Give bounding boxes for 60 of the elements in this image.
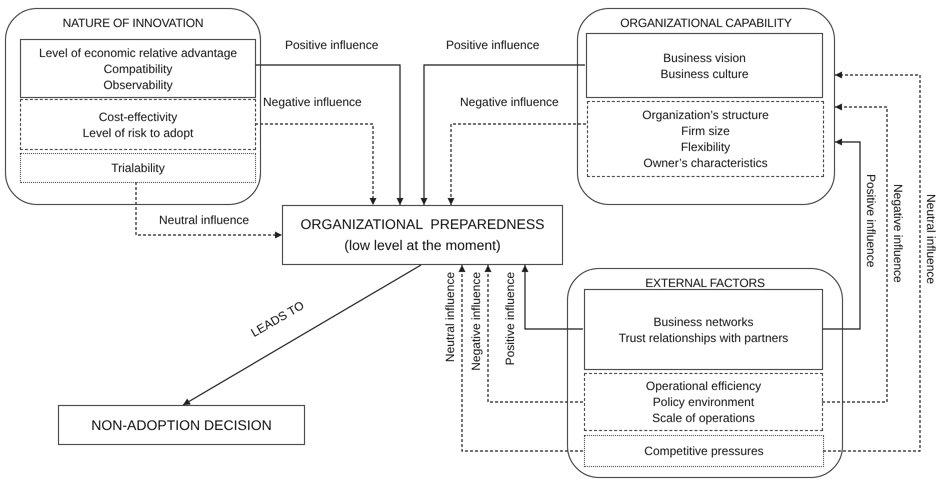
edge-label: Positive influence	[864, 174, 878, 268]
box-text: Organization’s structure	[642, 107, 769, 123]
box-text: Trust relationships with partners	[618, 330, 788, 346]
process-box	[58, 405, 305, 445]
factor-box	[584, 373, 823, 431]
box-text: Flexibility	[680, 139, 730, 155]
edge-label: Negative influence	[469, 272, 483, 371]
arrow	[484, 265, 583, 403]
edge-label: Negative influence	[263, 95, 362, 109]
group-panel	[567, 268, 843, 478]
edge-label: Neutral influence	[924, 194, 938, 284]
factor-box	[20, 39, 256, 98]
box-text: Operational efficiency	[646, 378, 762, 394]
arrow	[522, 265, 583, 330]
arrow	[823, 72, 921, 452]
factor-box	[20, 99, 256, 150]
box-text: Business networks	[653, 314, 754, 330]
box-text: NON-ADOPTION DECISION	[91, 416, 272, 434]
edge-label: Positive influence	[503, 272, 517, 366]
box-text: Business vision	[663, 50, 746, 66]
box-text: Compatibility	[104, 60, 172, 76]
box-text: Scale of operations	[652, 410, 755, 426]
edge-label: Positive influence	[285, 38, 378, 52]
box-text: Firm size	[681, 123, 730, 139]
arrow	[182, 264, 422, 406]
arrow	[135, 182, 282, 238]
group-heading: ORGANIZATIONAL CAPABILITY	[619, 16, 793, 30]
arrow	[255, 64, 404, 205]
factor-box	[587, 101, 824, 177]
box-text: Competitive pressures	[644, 443, 764, 459]
arrow	[822, 104, 888, 403]
factor-box	[584, 289, 823, 370]
arrow	[458, 265, 583, 452]
arrow	[448, 123, 586, 205]
box-text: (low level at the moment)	[344, 236, 501, 255]
arrow	[822, 138, 861, 330]
edge-label: Neutral influence	[159, 213, 250, 227]
box-text: Cost-effectivity	[98, 108, 178, 124]
edge-label: Negative influence	[891, 184, 905, 283]
box-text: Trialability	[111, 160, 165, 176]
group-panel	[5, 8, 261, 205]
box-text: Policy environment	[652, 394, 754, 410]
group-heading: NATURE OF INNOVATION	[62, 16, 204, 30]
group-heading: EXTERNAL FACTORS	[644, 276, 766, 290]
arrow	[420, 64, 585, 205]
box-text: Level of risk to adopt	[82, 124, 194, 140]
group-panel	[577, 8, 835, 205]
box-text: ORGANIZATIONAL PREPAREDNESS	[300, 215, 544, 234]
edge-label: Positive influence	[446, 38, 540, 52]
factor-box	[20, 153, 256, 183]
arrow	[255, 123, 376, 205]
edge-label: Neutral influence	[443, 272, 457, 362]
edge-label: Negative influence	[460, 95, 559, 109]
factor-box	[586, 33, 823, 98]
factor-box	[584, 435, 824, 467]
box-text: Business culture	[660, 66, 749, 82]
box-text: Observability	[103, 76, 173, 92]
process-box	[282, 205, 563, 265]
box-text: Level of economic relative advantage	[38, 44, 238, 60]
box-text: Owner’s characteristics	[643, 155, 768, 171]
